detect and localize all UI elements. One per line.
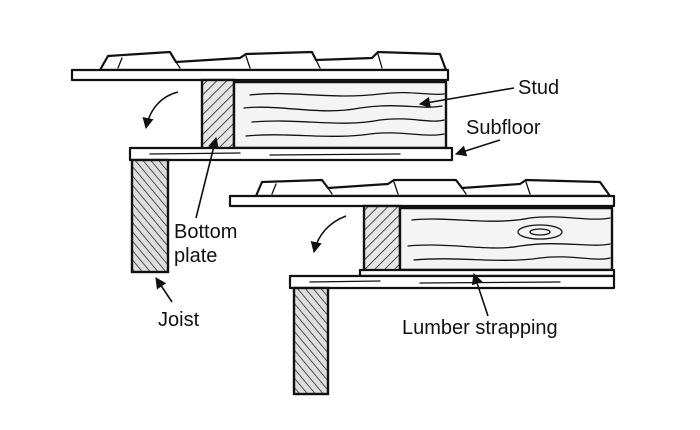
lower-rotation-arrow xyxy=(310,215,347,254)
lumber-strapping-leader xyxy=(471,272,489,317)
label-bottom-plate-2: plate xyxy=(174,245,217,267)
upper-rotation-arrow xyxy=(142,91,179,130)
label-subfloor: Subfloor xyxy=(466,117,541,139)
stud-leader xyxy=(418,87,515,108)
lower-bottom-plate xyxy=(362,204,402,274)
bottom-plate-leader xyxy=(195,136,219,219)
upper-floor-strips xyxy=(98,50,448,72)
lower-floor-strips xyxy=(254,178,612,198)
upper-joist xyxy=(130,158,170,274)
lower-stud-grain xyxy=(407,216,611,261)
lower-assembly xyxy=(228,178,616,396)
upper-top-board xyxy=(70,68,450,82)
upper-assembly xyxy=(70,50,454,274)
label-stud: Stud xyxy=(518,77,559,99)
upper-bottom-plate xyxy=(200,78,236,152)
upper-stud xyxy=(232,80,448,150)
lower-subfloor xyxy=(288,274,616,290)
label-joist: Joist xyxy=(158,309,200,331)
lower-joist xyxy=(292,286,330,396)
joist-leader xyxy=(155,277,173,303)
label-lumber-strapping: Lumber strapping xyxy=(402,317,558,339)
lower-top-board xyxy=(228,194,616,208)
subfloor-leader xyxy=(454,139,501,157)
label-bottom-plate-1: Bottom xyxy=(174,221,237,243)
